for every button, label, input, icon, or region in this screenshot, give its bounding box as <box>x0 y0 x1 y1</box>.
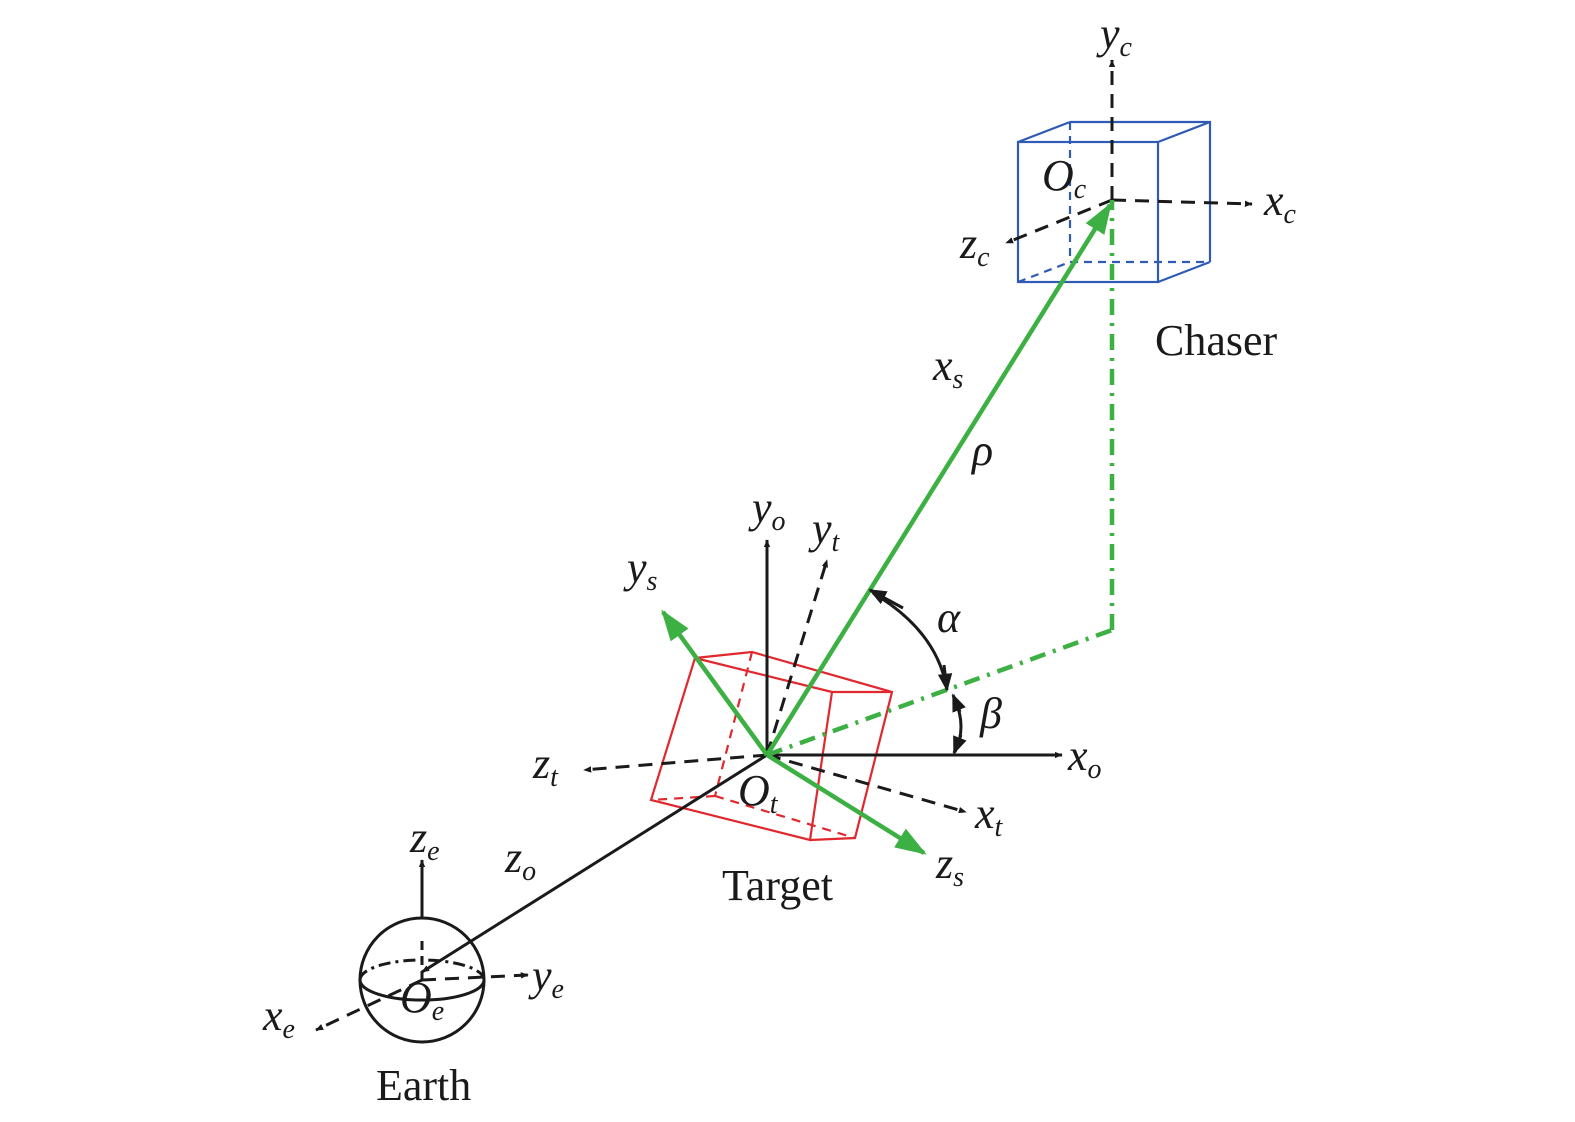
relative-y-axis <box>661 609 769 757</box>
orbit-z-axis <box>421 753 768 974</box>
label-Oe: Oe <box>400 973 444 1027</box>
chaser-edge-tr <box>1157 120 1211 144</box>
chaser-front-face <box>1016 140 1160 284</box>
target-hidden-edge-3 <box>650 794 716 802</box>
label-zs: zs <box>935 839 964 893</box>
earth-y-axis <box>421 972 529 982</box>
label-beta: β <box>979 689 1002 738</box>
label-zo: zo <box>504 833 536 887</box>
target-outline <box>694 650 894 842</box>
chaser-z-axis <box>1005 198 1113 245</box>
label-yo: yo <box>748 483 786 537</box>
target-hidden-edge-2 <box>714 794 856 840</box>
label-ze: ze <box>409 813 440 867</box>
label-xs: xs <box>932 341 964 395</box>
label-Oc: Oc <box>1042 151 1087 205</box>
target-body <box>649 650 894 842</box>
target-name: Target <box>722 861 833 910</box>
earth-axes <box>315 859 529 1032</box>
earth-x-axis <box>315 978 423 1032</box>
relative-z-axis <box>765 753 927 855</box>
label-ye: ye <box>528 951 564 1005</box>
alpha-arrow-start <box>868 588 904 610</box>
body-x-axis <box>766 753 967 814</box>
label-ys: ys <box>623 543 658 597</box>
chaser-edge-tl <box>1017 120 1071 144</box>
label-xc: xc <box>1263 176 1297 230</box>
chaser-edge-br <box>1157 260 1211 284</box>
alpha-arrow-end <box>937 664 953 692</box>
target-orbit-axes <box>421 539 1063 974</box>
body-z-axis <box>583 753 768 773</box>
body-y-axis <box>765 559 829 756</box>
label-xt: xt <box>974 789 1004 843</box>
beta-arrow-start <box>951 693 966 713</box>
label-Ot: Ot <box>738 766 779 820</box>
target-body-axes <box>583 559 967 814</box>
earth-equator-front <box>358 979 486 1002</box>
chaser-edge-bl <box>1017 260 1071 284</box>
label-xe: xe <box>262 991 295 1045</box>
angle-arcs <box>868 588 967 755</box>
label-yt: yt <box>808 504 841 558</box>
earth-name: Earth <box>376 1061 471 1110</box>
beta-arrow-end <box>952 734 967 755</box>
label-xo: xo <box>1067 731 1102 785</box>
label-yc: yc <box>1096 9 1133 63</box>
label-rho: ρ <box>970 426 993 475</box>
label-zt: zt <box>532 739 559 793</box>
chaser-body <box>1016 120 1212 284</box>
label-zc: zc <box>959 219 990 273</box>
alpha-arc <box>872 591 948 686</box>
chaser-name: Chaser <box>1155 316 1278 365</box>
projection-line <box>766 627 1113 758</box>
chaser-x-axis <box>1111 198 1253 207</box>
chaser-axes <box>1005 59 1253 245</box>
relative-frame <box>661 200 1115 855</box>
rho-vector <box>765 202 1112 757</box>
label-alpha: α <box>937 593 961 642</box>
target-hidden-edge-1 <box>713 651 754 797</box>
